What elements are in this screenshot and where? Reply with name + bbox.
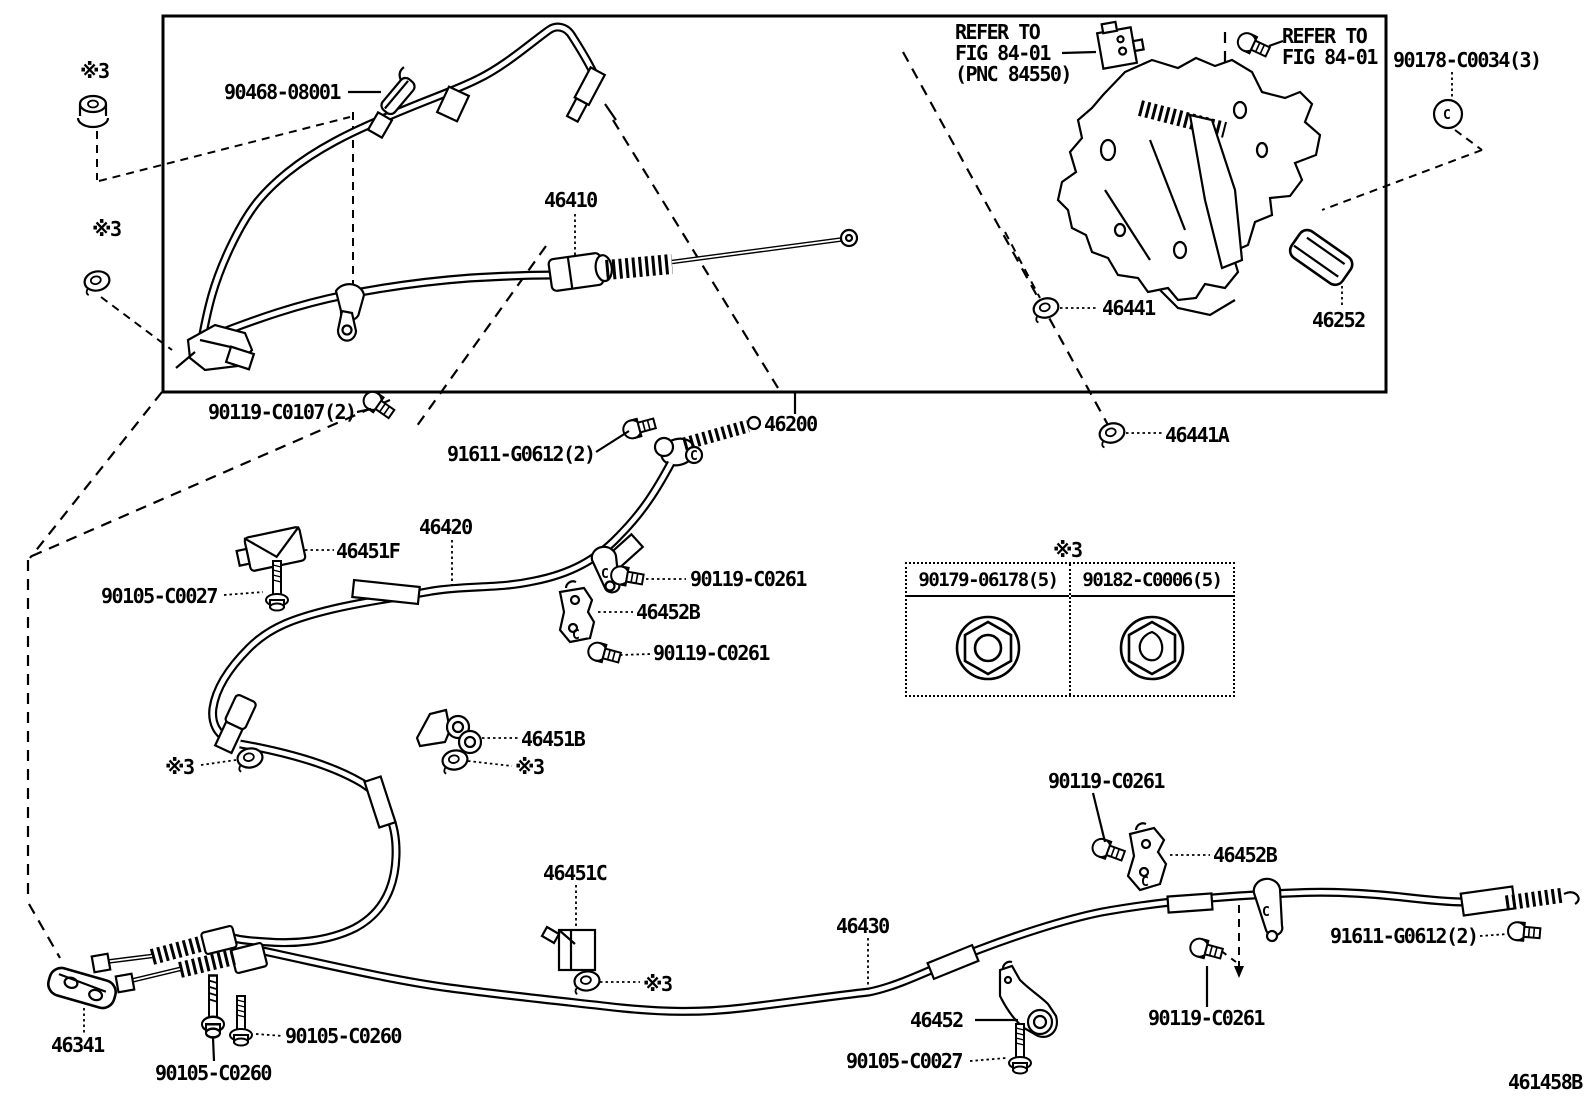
part-label-90105-c0260: 90105-C0260 [285, 1024, 402, 1048]
cable-clamp [334, 283, 366, 342]
cap-nut-icon [1119, 615, 1185, 681]
detail-box-border [161, 14, 1388, 394]
ref3-marker: ※3 [643, 972, 673, 996]
equalizer-46341 [47, 966, 117, 1010]
part-label-46341: 46341 [51, 1033, 105, 1057]
grommet-ref3-icon [439, 747, 471, 776]
front-cable-assembly-46410 [175, 27, 859, 372]
part-label-46452: 46452 [910, 1008, 964, 1032]
svg-text:C: C [1141, 875, 1149, 890]
bracket-46452 [998, 960, 1058, 1038]
svg-text:C: C [1262, 905, 1270, 920]
grommet-ref3-icon [572, 969, 602, 996]
bracket-46452b-left: C [558, 580, 596, 644]
stoplamp-switch-icon [1095, 20, 1145, 70]
cable-junction-46200: C [653, 415, 762, 467]
pedal-pad-46252 [1288, 228, 1354, 287]
part-label-90105-c0027: 90105-C0027 [846, 1049, 963, 1073]
cable-anchor-bracket [175, 323, 256, 372]
refer-note-left-line1: REFER TO [955, 20, 1041, 44]
leader-lines [83, 39, 1509, 1062]
screw-91611-icon [620, 413, 658, 442]
refer-note-left-line2: FIG 84-01 [955, 41, 1051, 65]
grommet-46441a-icon [1096, 419, 1129, 449]
refer-note-left-line3: (PNC 84550) [955, 62, 1072, 86]
nut-ref3-icon [76, 94, 110, 129]
grommet-ref3-icon [81, 268, 113, 297]
part-label-90119-c0261: 90119-C0261 [1048, 769, 1165, 793]
substitution-parts-table: 90179-06178(5) 90182-C0006(5) [905, 562, 1235, 697]
pedal-assembly [1056, 56, 1322, 317]
svg-text:C: C [601, 567, 609, 582]
clip-90468-icon [380, 66, 416, 116]
svg-text:C: C [572, 628, 580, 643]
screw-90119-c0261-icon [1089, 835, 1128, 866]
part-label-90468-08001: 90468-08001 [224, 80, 341, 104]
part-label-46441: 46441 [1102, 296, 1156, 320]
part-label-46410: 46410 [544, 188, 598, 212]
screw-90119-c0261-icon [1187, 935, 1225, 964]
rear-cable-46430 [263, 885, 1580, 1011]
part-label-46430: 46430 [836, 914, 890, 938]
part-label-46452b: 46452B [1213, 843, 1278, 867]
table-column: 90179-06178(5) [907, 564, 1071, 695]
part-label-46451c: 46451C [543, 861, 608, 885]
cable-elbow-fitting [213, 694, 257, 755]
part-label-90105-c0027: 90105-C0027 [101, 584, 218, 608]
part-label-46200: 46200 [764, 412, 818, 436]
bracket-46451b [415, 708, 483, 755]
bolt-90105-c0260-icon [200, 974, 226, 1039]
part-label-91611-g0612: 91611-G0612(2) [1330, 924, 1479, 948]
ref3-marker: ※3 [92, 217, 122, 241]
equalizer-and-springs [47, 924, 268, 1010]
fasteners: C [76, 29, 1542, 1075]
clamp-c-46430: C [1252, 877, 1284, 943]
substitution-table-title: ※3 [1053, 538, 1083, 562]
screw-refer-fig-icon [1233, 29, 1273, 62]
projection-dashed-lines [26, 32, 1483, 978]
bolt-90105-c0260-icon [229, 995, 253, 1047]
part-label-91611-g0612: 91611-G0612(2) [447, 442, 596, 466]
part-label-46451b: 46451B [521, 727, 586, 751]
clip-46451c [540, 925, 597, 972]
table-header-part-number: 90182-C0006(5) [1071, 564, 1233, 597]
part-label-90105-c0260: 90105-C0260 [155, 1061, 272, 1085]
table-header-part-number: 90179-06178(5) [907, 564, 1069, 597]
part-label-90178-c0034: 90178-C0034(3) [1393, 48, 1542, 72]
ref3-marker: ※3 [80, 59, 110, 83]
part-label-90119-c0261: 90119-C0261 [690, 567, 807, 591]
rear-cable-46420 [213, 463, 671, 943]
bracket-46452b-right: C [1126, 822, 1168, 892]
washer-46441-icon [1030, 294, 1063, 324]
adjuster-46410 [547, 252, 613, 292]
svg-text:C: C [1443, 108, 1451, 123]
refer-note-right-line1: REFER TO [1282, 24, 1368, 48]
part-label-90119-c0261: 90119-C0261 [653, 641, 770, 665]
grommet-90178-c0034-icon: C [1432, 98, 1464, 130]
part-label-46451f: 46451F [336, 539, 401, 563]
part-label-90119-c0107: 90119-C0107(2) [208, 400, 357, 424]
table-column: 90182-C0006(5) [1071, 564, 1233, 695]
part-label-46441a: 46441A [1165, 423, 1230, 447]
grommet-ref3-icon [234, 745, 266, 774]
clip-46451f [235, 525, 307, 572]
part-label-46452b: 46452B [636, 600, 701, 624]
part-label-90119-c0261: 90119-C0261 [1148, 1006, 1265, 1030]
bolt-90105-c0027-icon [1008, 1023, 1032, 1075]
ref3-marker: ※3 [165, 755, 195, 779]
figure-number: 461458B [1508, 1070, 1583, 1094]
screw-90119-c0261-icon [585, 639, 623, 668]
refer-note-right-line2: FIG 84-01 [1282, 45, 1378, 69]
hex-flange-nut-icon [955, 615, 1021, 681]
screw-91611-icon [1506, 920, 1542, 944]
part-label-46252: 46252 [1312, 308, 1366, 332]
part-label-46420: 46420 [419, 515, 473, 539]
clamp-c-marking: C [690, 449, 698, 464]
ref3-marker: ※3 [515, 755, 545, 779]
